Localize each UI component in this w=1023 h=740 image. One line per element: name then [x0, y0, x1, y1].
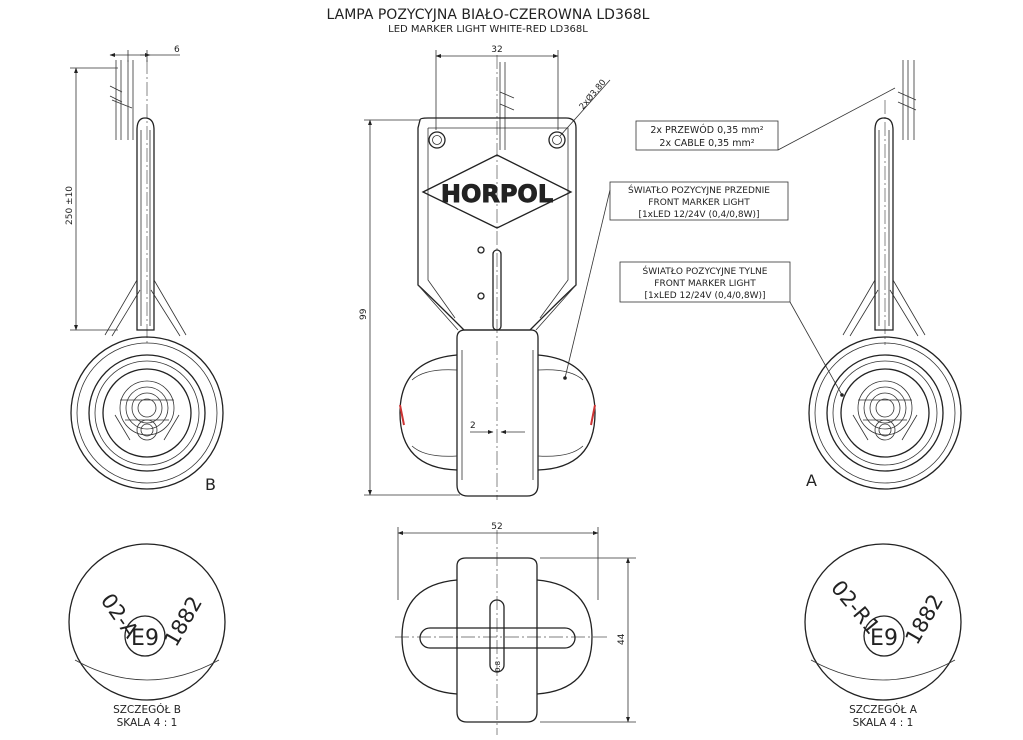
view-b-letter: B: [205, 475, 216, 494]
callout-rear-line-3: [1xLED 12/24V (0,4/0,8W)]: [644, 291, 765, 301]
detail-b: E9 02-A 1882 SZCZEGÓŁ B SKALA 4 : 1: [68, 543, 226, 729]
brand-logo: HORPOL: [441, 180, 553, 208]
callout-cable: 2x PRZEWÓD 0,35 mm² 2x CABLE 0,35 mm²: [635, 87, 896, 151]
detail-b-caption-1: SZCZEGÓŁ B: [113, 703, 181, 716]
detail-b-caption-2: SKALA 4 : 1: [117, 717, 178, 729]
dim-hole-spacing: 32: [491, 45, 502, 55]
side-view-right: A: [806, 60, 962, 490]
bottom-mark: 0.8: [494, 661, 502, 672]
side-view-left: 6 250 ±10 B: [65, 45, 224, 494]
callout-cable-line-2: 2x CABLE 0,35 mm²: [659, 138, 754, 149]
detail-a-caption-2: SKALA 4 : 1: [853, 717, 914, 729]
detail-b-mark: E9: [131, 626, 159, 651]
callout-cable-line-1: 2x PRZEWÓD 0,35 mm²: [650, 124, 763, 136]
dim-cable-length: 250 ±10: [65, 186, 75, 225]
dim-hole-dia: 2xØ3,80: [577, 77, 609, 112]
detail-a-mark: E9: [870, 626, 898, 651]
dim-depth: 44: [617, 633, 627, 645]
detail-a-caption-1: SZCZEGÓŁ A: [849, 703, 918, 716]
detail-b-number: 1882: [160, 592, 208, 650]
callout-front-line-2: FRONT MARKER LIGHT: [648, 198, 750, 208]
callout-rear-line-1: ŚWIATŁO POZYCYJNE TYLNE: [643, 265, 768, 277]
callout-front-line-3: [1xLED 12/24V (0,4/0,8W)]: [638, 210, 759, 220]
callout-front-light: ŚWIATŁO POZYCYJNE PRZEDNIE FRONT MARKER …: [609, 181, 789, 221]
callout-front-line-1: ŚWIATŁO POZYCYJNE PRZEDNIE: [628, 184, 770, 196]
front-view: 32 2xØ3,80 HORPOL 2 99: [359, 45, 611, 500]
view-a-letter: A: [806, 471, 817, 490]
dim-stem-width: 2: [470, 421, 476, 431]
callout-rear-light: ŚWIATŁO POZYCYJNE TYLNE FRONT MARKER LIG…: [619, 261, 844, 397]
drawing-subtitle: LED MARKER LIGHT WHITE-RED LD368L: [388, 24, 588, 35]
drawing-title: LAMPA POZYCYJNA BIAŁO-CZEROWNA LD368L: [327, 7, 650, 23]
detail-a-number: 1882: [901, 590, 949, 648]
bottom-view: 52 44 0.8: [395, 522, 636, 735]
callout-rear-line-2: FRONT MARKER LIGHT: [654, 279, 756, 289]
dim-wire-offset: 6: [174, 45, 180, 55]
detail-a-code: 02-R1: [826, 576, 884, 639]
detail-a: E9 02-R1 1882 SZCZEGÓŁ A SKALA 4 : 1: [804, 543, 962, 729]
dim-height: 99: [359, 308, 369, 320]
dim-width: 52: [491, 522, 502, 532]
